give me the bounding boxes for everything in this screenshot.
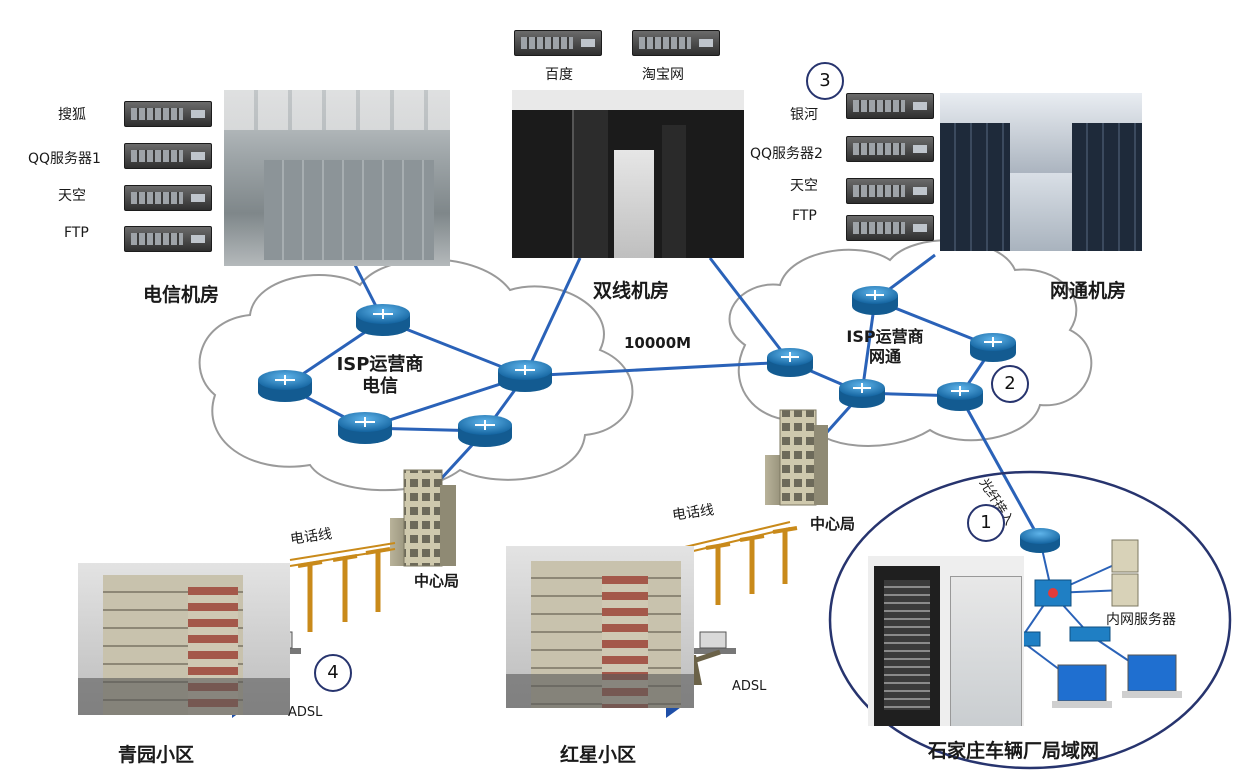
router-icon bbox=[1020, 528, 1060, 553]
router-icon bbox=[338, 412, 392, 444]
server-unit bbox=[846, 178, 934, 204]
intranet-server-label: 内网服务器 bbox=[1106, 612, 1176, 628]
isp-netcom-line2: 网通 bbox=[868, 347, 901, 366]
router-icon bbox=[258, 370, 312, 402]
server-label-taobao: 淘宝网 bbox=[642, 67, 684, 83]
dual-line-datacenter-photo bbox=[512, 90, 744, 258]
server-unit bbox=[846, 215, 934, 241]
telecom-room-title: 电信机房 bbox=[143, 284, 220, 306]
isp-cloud-telecom bbox=[198, 258, 634, 492]
netcom-room-title: 网通机房 bbox=[1050, 280, 1127, 302]
router-icon bbox=[356, 304, 410, 336]
factory-lan-label: 石家庄车辆厂局域网 bbox=[928, 740, 1100, 762]
router-icon bbox=[458, 415, 512, 447]
marker-3: 3 bbox=[806, 62, 844, 100]
router-icon bbox=[970, 333, 1016, 362]
adsl-label-left: ADSL bbox=[288, 705, 323, 720]
server-label-yinhe: 银河 bbox=[790, 107, 818, 123]
isp-telecom-line1: ISP运营商 bbox=[336, 354, 424, 375]
intranet-server-icon bbox=[1111, 539, 1139, 607]
server-unit bbox=[846, 93, 934, 119]
router-icon bbox=[937, 382, 983, 411]
workstation-icon bbox=[1052, 664, 1112, 708]
hongxing-building-photo bbox=[506, 546, 694, 708]
core-switch-icon bbox=[1034, 579, 1072, 607]
qingyuan-site-label: 青园小区 bbox=[118, 744, 195, 766]
hongxing-site-label: 红星小区 bbox=[560, 744, 637, 766]
factory-lan-devices bbox=[999, 528, 1182, 708]
isp-netcom-line1: ISP运营商 bbox=[846, 327, 924, 346]
dual-room-title: 双线机房 bbox=[593, 280, 670, 302]
server-label-tiankong: 天空 bbox=[58, 188, 86, 204]
marker-2: 2 bbox=[991, 365, 1029, 403]
server-unit bbox=[846, 136, 934, 162]
qingyuan-building-photo bbox=[78, 563, 290, 715]
server-unit bbox=[124, 143, 212, 169]
isp-netcom-label: ISP运营商 网通 bbox=[830, 327, 940, 367]
netcom-datacenter-photo bbox=[940, 93, 1142, 251]
server-unit bbox=[124, 101, 212, 127]
factory-lan-boundary bbox=[828, 470, 1232, 770]
server-label-qq1: QQ服务器1 bbox=[28, 151, 101, 167]
server-label-ftp: FTP bbox=[64, 225, 89, 241]
central-office-label-right: 中心局 bbox=[810, 515, 856, 533]
server-label-baidu: 百度 bbox=[545, 67, 573, 83]
server-label-ftp-2: FTP bbox=[792, 208, 817, 224]
adsl-label-right: ADSL bbox=[732, 679, 767, 694]
switch-icon bbox=[1069, 626, 1111, 642]
central-office-building-right bbox=[765, 409, 828, 506]
router-icon bbox=[498, 360, 552, 392]
router-icon bbox=[839, 379, 885, 408]
marker-1: 1 bbox=[967, 504, 1005, 542]
server-unit bbox=[124, 226, 212, 252]
router-icon bbox=[852, 286, 898, 315]
server-unit bbox=[124, 185, 212, 211]
telephone-poles-right bbox=[684, 521, 798, 605]
central-office-building-left bbox=[390, 469, 456, 567]
telecom-datacenter-photo bbox=[224, 90, 450, 266]
telephone-poles-left bbox=[289, 542, 396, 632]
marker-4: 4 bbox=[314, 654, 352, 692]
backbone-bandwidth-label: 10000M bbox=[624, 334, 692, 352]
router-icon bbox=[767, 348, 813, 377]
workstation-icon bbox=[1122, 654, 1182, 698]
server-label-tiankong-2: 天空 bbox=[790, 178, 818, 194]
server-unit bbox=[514, 30, 602, 56]
server-label-sohu: 搜狐 bbox=[58, 107, 86, 123]
server-label-qq2: QQ服务器2 bbox=[750, 146, 823, 162]
isp-telecom-line2: 电信 bbox=[362, 376, 398, 397]
router-icons bbox=[258, 286, 1016, 447]
server-unit bbox=[632, 30, 720, 56]
isp-telecom-label: ISP运营商 电信 bbox=[325, 354, 435, 398]
factory-server-room-photo bbox=[868, 556, 1024, 726]
central-office-label-left: 中心局 bbox=[414, 572, 460, 590]
